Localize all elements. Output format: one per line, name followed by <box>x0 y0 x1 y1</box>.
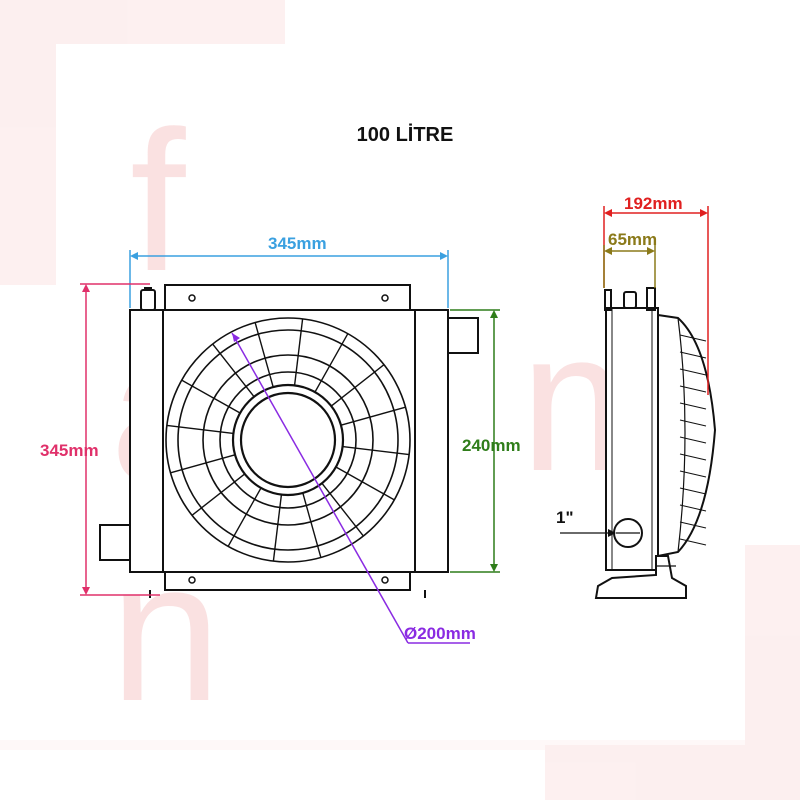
bottom-bracket <box>164 571 411 591</box>
side-grill-bar <box>679 368 707 376</box>
side-body <box>605 307 659 571</box>
height-dimension <box>80 283 160 596</box>
fan-guard-spoke <box>166 424 234 435</box>
fan-guard <box>165 317 411 563</box>
side-grill-bar <box>679 521 707 529</box>
fan-guard-spoke <box>330 364 385 407</box>
depth-core-label: 65mm <box>608 230 658 249</box>
side-grill-bar <box>679 504 707 512</box>
bolt-hole <box>381 294 389 302</box>
side-grill-bar <box>679 385 707 393</box>
bolt-hole <box>188 294 196 302</box>
bolt-hole <box>381 576 389 584</box>
side-grill-bar <box>679 334 707 342</box>
side-post-left <box>604 289 612 311</box>
side-grill-bar <box>679 351 707 359</box>
cooler-body <box>129 309 449 573</box>
inner-height-dimension <box>450 309 500 573</box>
port-size-label: 1" <box>556 508 574 527</box>
fan-guard-spoke <box>335 466 395 501</box>
depth-total-label: 192mm <box>624 194 683 213</box>
fan-guard-spoke <box>293 318 304 386</box>
height-label: 345mm <box>40 441 99 460</box>
width-label: 345mm <box>268 234 327 253</box>
side-grill-bar <box>679 453 707 461</box>
fan-guard-spoke <box>254 322 274 388</box>
right-tank <box>414 309 449 573</box>
fan-guard-spoke <box>321 482 364 537</box>
side-grill-bar <box>679 487 707 495</box>
fan-guard-spoke <box>342 445 410 456</box>
front-view <box>99 284 479 598</box>
fan-guard-spoke <box>212 343 255 398</box>
inner-height-label: 240mm <box>462 436 521 455</box>
fan-guard-spoke <box>170 454 236 474</box>
side-fan-shroud <box>657 313 717 558</box>
watermark-letter-f: f <box>130 90 186 313</box>
fan-guard-spokes <box>166 318 410 562</box>
fan-guard-spoke <box>272 494 283 562</box>
fan-guard-spoke <box>302 492 322 558</box>
side-grill-bar <box>679 470 707 478</box>
side-view <box>594 287 717 599</box>
outlet-port <box>447 317 479 354</box>
fan-diameter-dimension <box>231 332 470 644</box>
side-grill-bar <box>679 538 707 546</box>
side-post-right <box>646 287 656 311</box>
filler-plug <box>140 289 156 311</box>
fan-guard-spoke <box>227 487 262 547</box>
fan-diameter-label: Ø200mm <box>404 624 476 643</box>
fan-guard-spoke <box>340 406 406 426</box>
side-filler-plug <box>623 291 637 309</box>
side-grill-bar <box>679 436 707 444</box>
fan-guard-spoke <box>181 379 241 414</box>
fan-guard-spoke <box>191 473 246 516</box>
top-bracket <box>164 284 411 311</box>
depth-core-dimension <box>603 245 656 288</box>
fan-guard-spoke <box>314 333 349 393</box>
side-grill-bar <box>679 402 707 410</box>
bolt-hole <box>188 576 196 584</box>
inlet-port <box>99 524 131 561</box>
width-dimension <box>129 250 449 308</box>
side-grill-bar <box>679 419 707 427</box>
drawing-title: 100 LİTRE <box>356 124 454 146</box>
port-size-leader <box>560 529 616 537</box>
